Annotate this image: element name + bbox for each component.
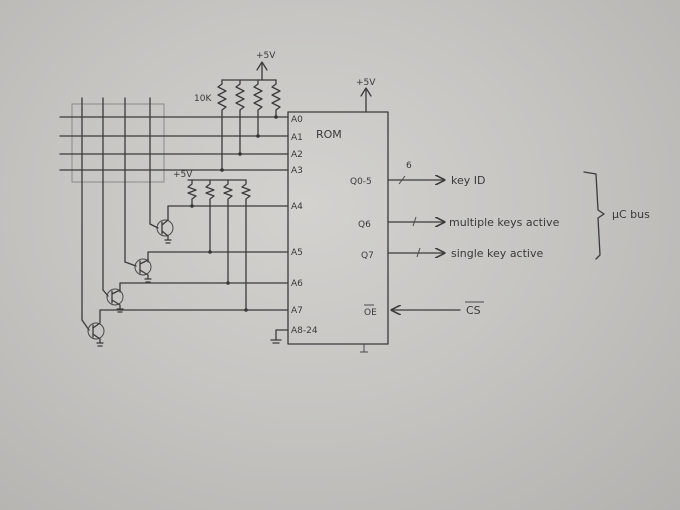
pin-a7-label: A7 [291, 306, 303, 316]
top-supply-label: +5V [256, 51, 276, 61]
rom-supply-arrow [360, 87, 372, 97]
bus-label: μC bus [612, 208, 650, 221]
bus-width-slash [398, 175, 406, 185]
junction-a0 [274, 115, 278, 119]
rom-ground [360, 344, 368, 353]
collector-line-a7 [99, 309, 289, 323]
junction-a3 [220, 168, 224, 172]
pin-q7-label: Q7 [361, 251, 374, 261]
collector-line-a4 [167, 205, 289, 221]
single-key-slash [416, 247, 421, 258]
pullup-resistor-a3 [217, 79, 227, 171]
multiple-keys-label: multiple keys active [449, 216, 560, 229]
transistor-q2 [124, 258, 152, 283]
collector-line-a6 [119, 282, 289, 293]
pin-a2-label: A2 [291, 150, 303, 160]
pullup-resistor-a5 [205, 179, 215, 253]
pin-a0-label: A0 [291, 115, 303, 125]
pin-a6-label: A6 [291, 279, 303, 289]
rom-chip [287, 111, 389, 345]
pullup-resistor-a4 [187, 179, 197, 207]
rom-title: ROM [316, 128, 342, 141]
pullup-resistor-a7 [241, 179, 251, 311]
collector-line-a5 [147, 251, 289, 263]
pin-a4-label: A4 [291, 202, 303, 212]
pin-q6-label: Q6 [358, 220, 371, 230]
key-id-label: key ID [451, 174, 485, 187]
pullup-resistor-a0 [271, 79, 281, 118]
bus-width-label: 6 [406, 161, 412, 171]
pin-q0-5-label: Q0-5 [350, 177, 372, 187]
pullup-resistor-a2 [235, 79, 245, 155]
pin-oe-label: OE [364, 308, 377, 318]
a8-24-ground [270, 329, 289, 344]
cs-label: CS [466, 304, 481, 317]
rom-supply-label: +5V [356, 78, 376, 88]
multiple-keys-slash [412, 216, 417, 227]
junction-a2 [238, 152, 242, 156]
transistor-q4 [81, 319, 105, 347]
pullup-supply-label: +5V [173, 170, 193, 180]
junction-a1 [256, 134, 260, 138]
transistor-q3 [102, 288, 124, 313]
pin-a8-24-label: A8-24 [291, 326, 318, 336]
single-key-label: single key active [451, 247, 543, 260]
pin-a1-label: A1 [291, 133, 303, 143]
transistor-q1 [149, 219, 174, 244]
pin-a3-label: A3 [291, 166, 303, 176]
keypad-outline [71, 103, 165, 183]
pullup-resistor-a1 [253, 79, 263, 137]
pin-a5-label: A5 [291, 248, 303, 258]
resistor-value-label: 10K [194, 94, 212, 104]
top-supply-arrow [256, 61, 268, 71]
pullup-resistor-a6 [223, 179, 233, 284]
bus-bracket [583, 171, 605, 260]
